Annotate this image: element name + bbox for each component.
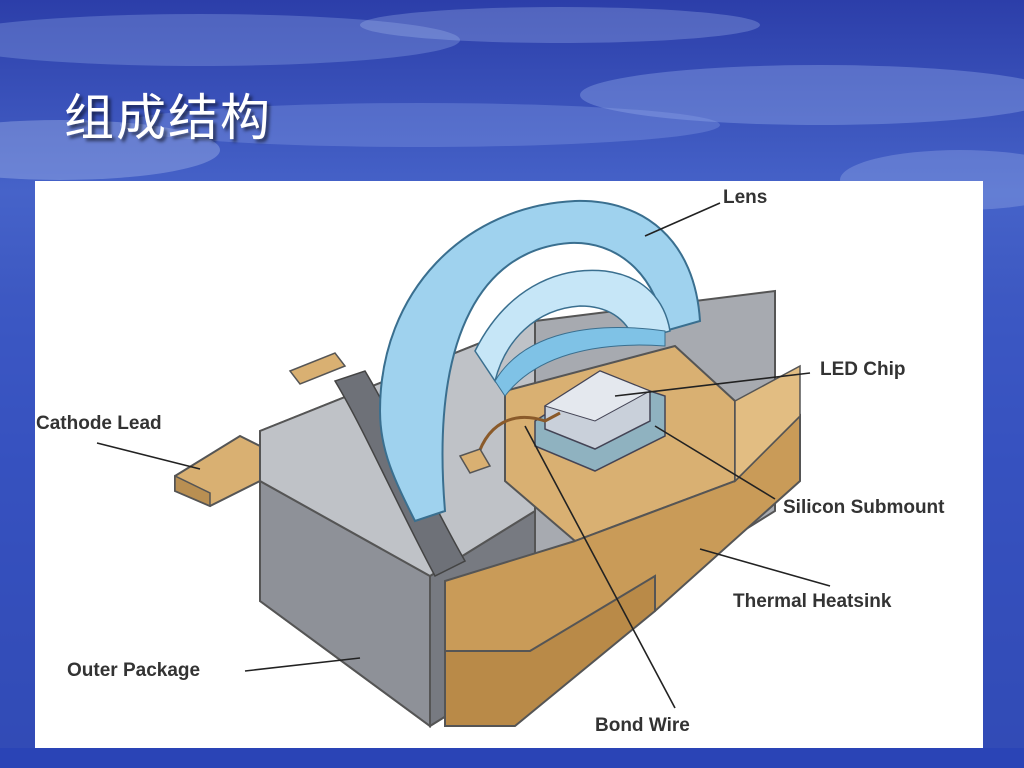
leader-lines xyxy=(96,202,831,709)
label-lens: Lens xyxy=(723,187,768,208)
label-bond-wire: Bond Wire xyxy=(595,715,690,736)
led-structure-diagram: Lens LED Chip Cathode Lead Silicon Submo… xyxy=(35,181,983,748)
label-cathode-lead: Cathode Lead xyxy=(36,413,162,434)
cathode-lead-shape xyxy=(174,352,347,508)
label-outer-package: Outer Package xyxy=(67,660,201,681)
led-cutaway-illustration xyxy=(96,199,831,728)
label-thermal-heatsink: Thermal Heatsink xyxy=(733,591,892,612)
lens-shape xyxy=(378,199,702,523)
led-chip-shape xyxy=(543,370,652,450)
slide-title: 组成结构 xyxy=(64,89,272,147)
label-led-chip: LED Chip xyxy=(820,359,906,380)
label-silicon-submount: Silicon Submount xyxy=(783,497,945,518)
